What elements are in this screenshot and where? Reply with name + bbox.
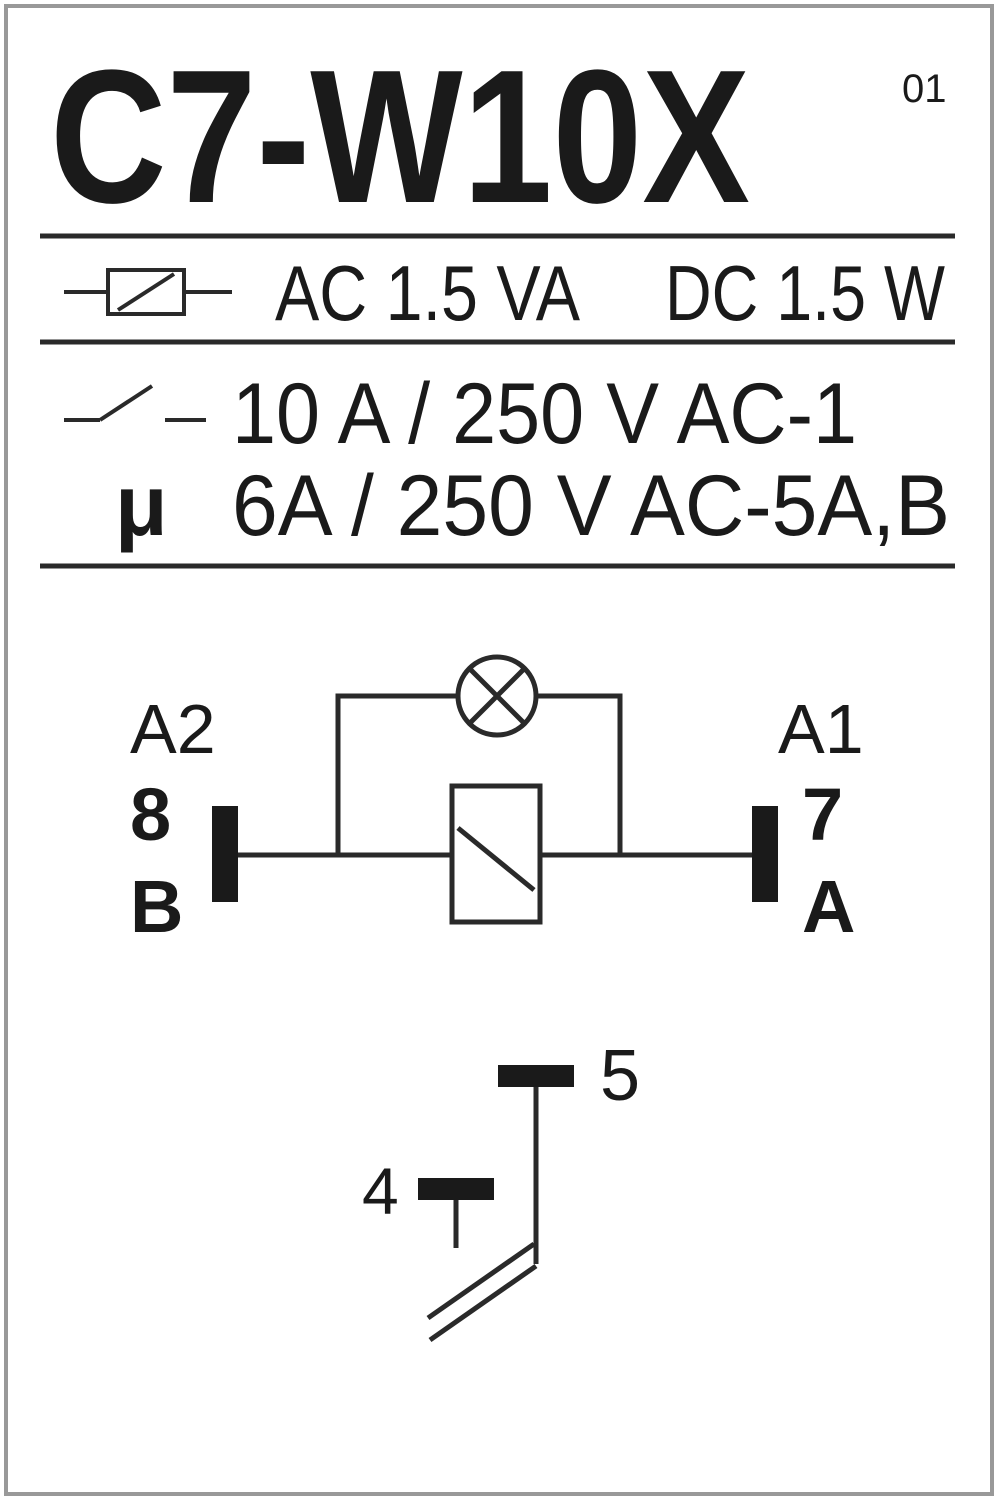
terminal-right-number: 7 bbox=[802, 773, 843, 856]
contact-switch-icon bbox=[64, 384, 206, 422]
contact-terminal-left: 4 bbox=[362, 1154, 399, 1228]
contact-terminal-5-bar bbox=[498, 1065, 574, 1087]
terminal-right-bar bbox=[752, 806, 778, 902]
terminal-right-code: A1 bbox=[778, 690, 864, 768]
normally-open-contact bbox=[418, 1065, 574, 1343]
coil-icon bbox=[64, 268, 232, 316]
coil-circuit bbox=[212, 654, 778, 925]
contact-rating-ac1: 10 A / 250 V AC-1 bbox=[232, 366, 857, 462]
coil-dc-rating: DC 1.5 W bbox=[665, 249, 945, 337]
terminal-right-letter: A bbox=[802, 865, 855, 948]
contact-rating-ac5: 6A / 250 V AC-5A,B bbox=[232, 458, 950, 554]
terminal-left-number: 8 bbox=[130, 773, 171, 856]
terminal-left-letter: B bbox=[130, 865, 183, 948]
relay-coil-icon bbox=[449, 783, 543, 925]
micro-gap-symbol: μ bbox=[115, 458, 168, 554]
contact-terminal-4-bar bbox=[418, 1178, 494, 1200]
indicator-lamp-icon bbox=[455, 654, 539, 738]
coil-ac-rating: AC 1.5 VA bbox=[275, 249, 580, 337]
terminal-left-code: A2 bbox=[130, 690, 216, 768]
model-title: C7-W10X bbox=[50, 31, 750, 243]
contact-terminal-top: 5 bbox=[600, 1036, 640, 1116]
terminal-left-bar bbox=[212, 806, 238, 902]
label-frame bbox=[4, 4, 994, 1496]
version-number: 01 bbox=[902, 67, 947, 111]
